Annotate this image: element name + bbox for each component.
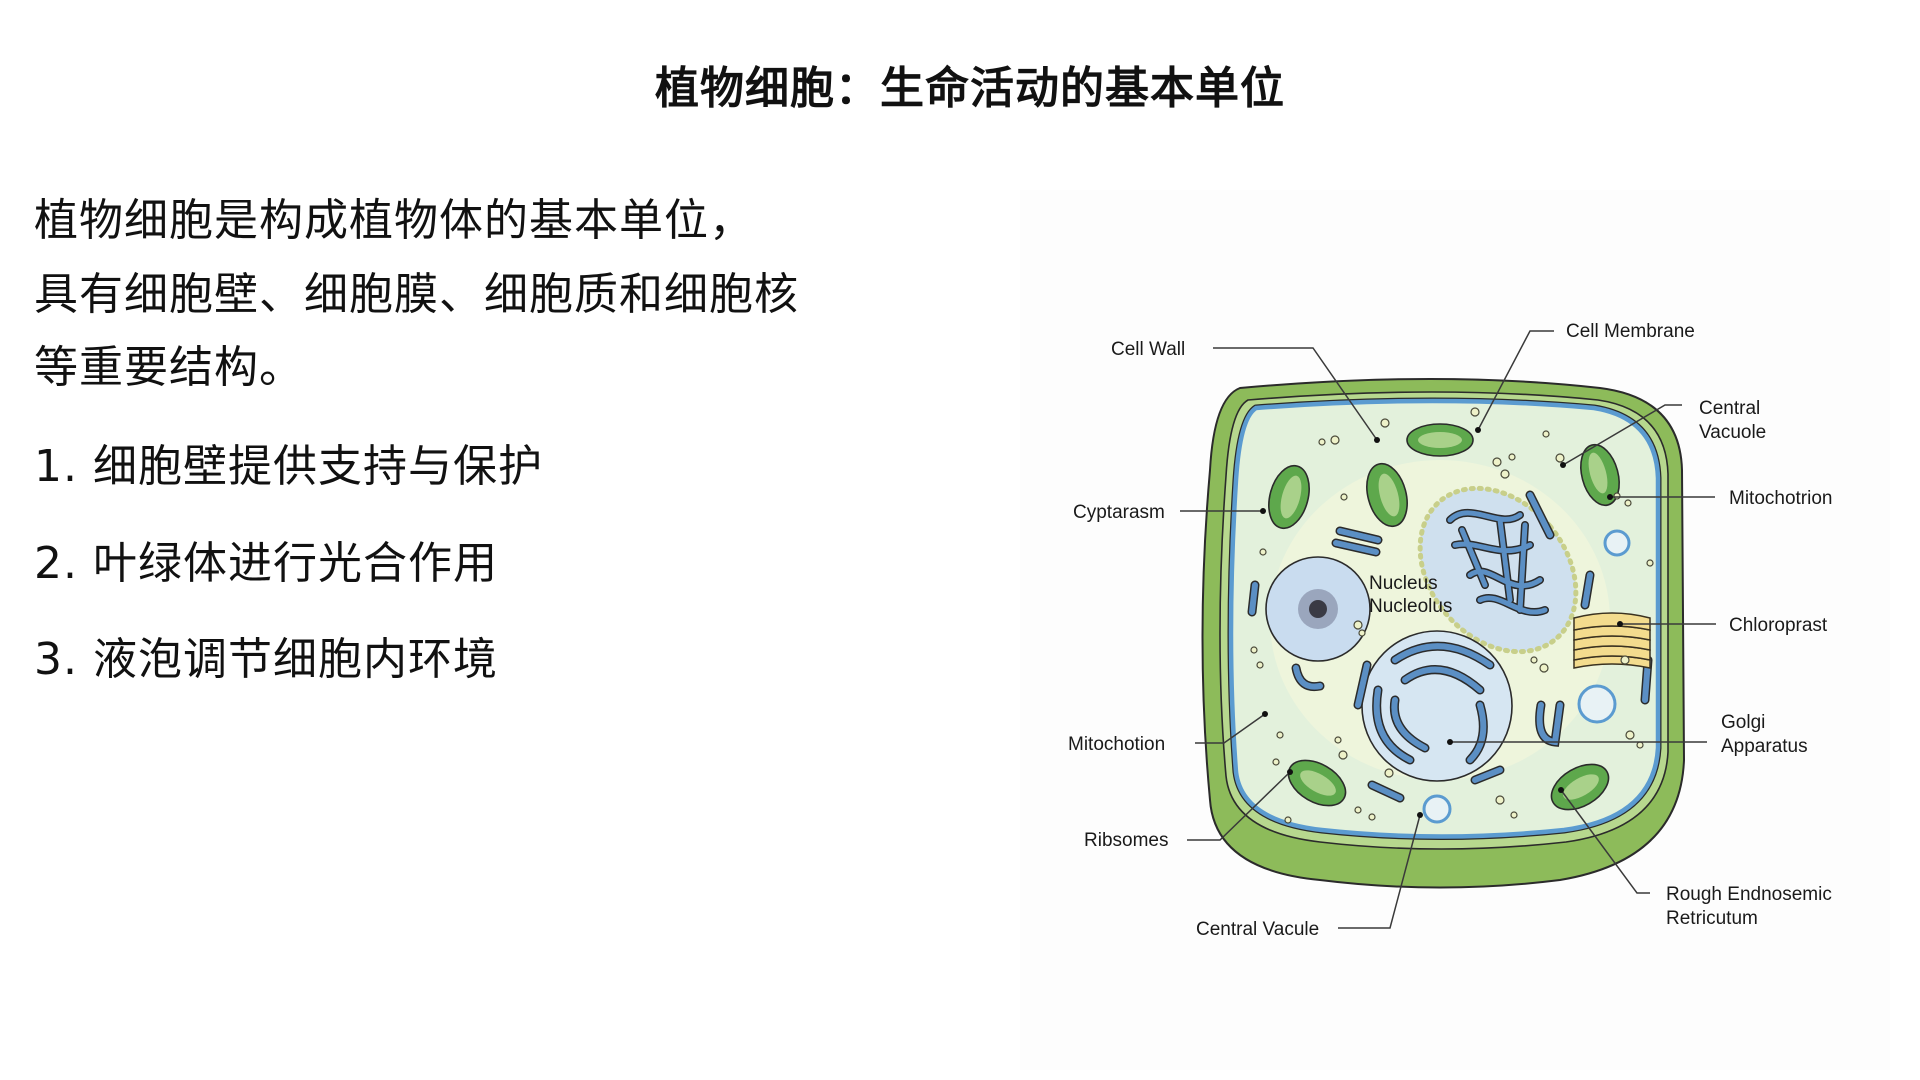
nucleolus-region-icon (1417, 485, 1579, 655)
label-rough-er-line1: Rough Endnosemic (1666, 884, 1832, 905)
vesicle-icon (1422, 529, 1631, 824)
page-title: 植物细胞：生命活动的基本单位 (655, 63, 1285, 114)
label-rough-er-line2: Retricutum (1666, 908, 1758, 929)
intro-line-2: 具有细胞壁、细胞膜、细胞质和细胞核 (34, 269, 799, 320)
point-cell-wall: 1. 细胞壁提供支持与保护 (34, 441, 543, 492)
label-central-vacule: Central Vacule (1196, 919, 1319, 940)
label-golgi-line1: Golgi (1721, 712, 1765, 733)
chloroprast-stack-icon (1573, 612, 1651, 669)
chloroplast-icon (1268, 423, 1620, 811)
label-nucleolus: Nucleolus (1369, 596, 1452, 617)
intro-line-3: 等重要结构。 (34, 342, 304, 393)
point-vacuole: 3. 液泡调节细胞内环境 (34, 634, 498, 685)
point-chloroplast: 2. 叶绿体进行光合作用 (34, 538, 498, 589)
label-central-vacuole-line1: Central (1699, 398, 1760, 419)
label-chloroprast: Chloroprast (1729, 615, 1828, 636)
label-golgi-line2: Apparatus (1721, 736, 1808, 757)
label-cyptarasm: Cyptarasm (1073, 502, 1165, 523)
label-mitochotion: Mitochotion (1068, 734, 1165, 755)
label-mitochotrion: Mitochotrion (1729, 488, 1833, 509)
golgi-apparatus-icon (1361, 630, 1513, 782)
nucleus-icon (1265, 556, 1371, 662)
intro-line-1: 植物细胞是构成植物体的基本单位， (34, 195, 754, 246)
label-central-vacuole-line2: Vacuole (1699, 422, 1766, 443)
label-cell-membrane: Cell Membrane (1566, 321, 1695, 342)
label-ribsomes: Ribsomes (1084, 830, 1168, 851)
label-cell-wall: Cell Wall (1111, 339, 1185, 360)
label-nucleus: Nucleus (1369, 573, 1438, 594)
